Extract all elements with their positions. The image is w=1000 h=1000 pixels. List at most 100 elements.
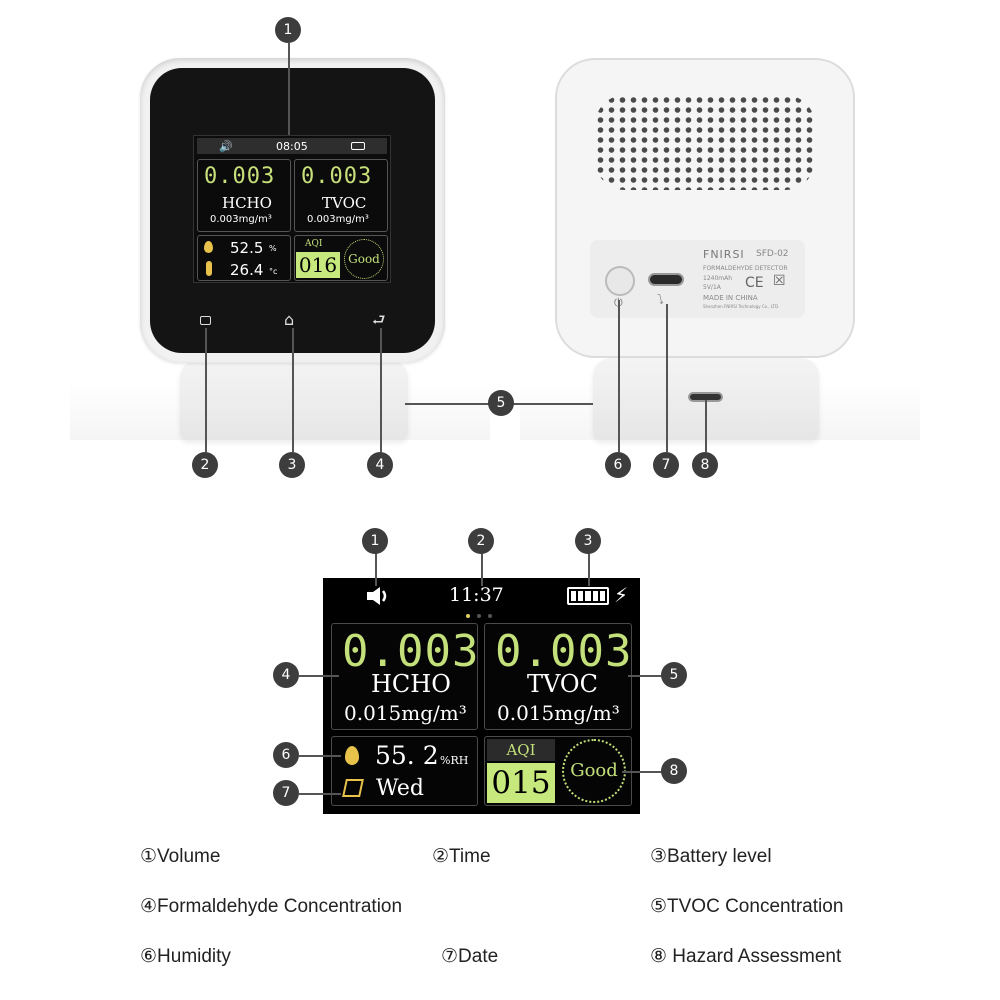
legend-humidity: ⑥Humidity xyxy=(140,946,231,967)
legend-date: ⑦Date xyxy=(441,946,499,967)
legend-formaldehyde: ④Formaldehyde Concentration xyxy=(140,896,403,917)
callout-line-2 xyxy=(205,328,207,452)
battery-icon xyxy=(351,142,365,150)
droplet-icon xyxy=(204,241,213,253)
callout-line-3 xyxy=(292,328,294,452)
callout-bottom-6: 6 xyxy=(273,742,299,768)
front-tvoc-unit: 0.003mg/m³ xyxy=(307,214,369,225)
callout-line-b3 xyxy=(588,552,590,586)
front-status-bar: 🔊 08:05 xyxy=(197,138,387,154)
callout-bottom-8: 8 xyxy=(661,758,687,784)
front-hcho-name: HCHO xyxy=(222,194,272,212)
legend-hazard: ⑧ Hazard Assessment xyxy=(650,946,842,967)
calendar-icon xyxy=(342,779,364,797)
callout-top-4: 4 xyxy=(367,452,393,478)
callout-line-b1 xyxy=(375,552,377,586)
callout-bottom-4: 4 xyxy=(273,662,299,688)
callout-line-b8 xyxy=(622,771,662,773)
screen-hcho-value: 0.003 xyxy=(342,626,480,677)
back-button-icon[interactable]: ⮐ xyxy=(372,311,386,329)
speaker-icon xyxy=(365,585,391,607)
screen-aqi-label: AQI xyxy=(487,739,555,761)
legend-volume: ①Volume xyxy=(140,846,221,867)
usb-port-icon xyxy=(648,273,684,286)
speaker-grill xyxy=(595,95,815,190)
home-button-icon[interactable]: ⌂ xyxy=(284,310,295,329)
front-humidity-unit: % xyxy=(269,244,277,253)
usb-symbol-icon: ⭝ xyxy=(657,293,664,308)
screen-tvoc-unit: 0.015mg/m³ xyxy=(497,701,620,725)
screen-tvoc-panel: 0.003 TVOC 0.015mg/m³ xyxy=(484,623,632,730)
callout-line-6 xyxy=(618,300,620,452)
front-hcho-unit: 0.003mg/m³ xyxy=(210,214,272,225)
front-time: 08:05 xyxy=(276,139,308,153)
screen-time: 11:37 xyxy=(449,584,504,606)
front-temperature-value: 26.4 xyxy=(230,261,264,279)
screen-hcho-name: HCHO xyxy=(371,670,451,698)
front-aqi-label: AQI xyxy=(305,239,323,249)
front-humidity-value: 52.5 xyxy=(230,239,264,257)
callout-top-8: 8 xyxy=(692,452,718,478)
callout-bottom-2: 2 xyxy=(468,528,494,554)
front-aqi-rating: Good xyxy=(344,239,384,279)
callout-bottom-7: 7 xyxy=(273,780,299,806)
screen-tvoc-name: TVOC xyxy=(527,670,598,698)
callout-line-b7 xyxy=(299,793,341,795)
front-hcho-value: 0.003 xyxy=(204,164,276,189)
front-stand xyxy=(180,360,408,440)
back-battery-spec: 1240mAh xyxy=(703,275,733,282)
screen-hcho-panel: 0.003 HCHO 0.015mg/m³ xyxy=(331,623,478,730)
callout-line-b4 xyxy=(299,675,339,677)
screen-aqi-panel: AQI 015 Good xyxy=(484,736,632,806)
screen-humidity-value: 55. 2 xyxy=(375,741,439,770)
charging-icon: ⚡ xyxy=(614,583,629,607)
back-power-spec: 5V/1A xyxy=(703,284,721,291)
screen-humidity-unit: %RH xyxy=(440,754,469,767)
droplet-icon xyxy=(345,746,359,765)
callout-top-2: 2 xyxy=(192,452,218,478)
callout-top-6: 6 xyxy=(605,452,631,478)
callout-top-1: 1 xyxy=(275,17,301,43)
screen-aqi-value: 015 xyxy=(487,763,555,803)
screen-date: Wed xyxy=(376,776,424,801)
callout-line-b6 xyxy=(299,755,341,757)
back-manufacturer: Shenzhen FNIRSI Technology Co., LTD. xyxy=(703,304,780,309)
battery-full-icon xyxy=(567,587,609,605)
callout-line-7 xyxy=(666,304,668,452)
back-ce-mark: CE xyxy=(745,275,764,291)
screen-aqi-rating: Good xyxy=(562,739,626,803)
front-tvoc-panel: 0.003 TVOC 0.003mg/m³ xyxy=(294,159,388,232)
back-origin: MADE IN CHINA xyxy=(703,294,758,302)
front-env-panel: 52.5 % 26.4 °c xyxy=(197,235,291,281)
back-product-line: FORMALDEHYDE DETECTOR xyxy=(703,265,788,272)
weee-bin-icon: ☒ xyxy=(773,273,786,289)
front-aqi-panel: AQI 016 Good xyxy=(294,235,388,281)
thermometer-icon xyxy=(206,261,212,276)
callout-line-1 xyxy=(288,43,290,135)
menu-button-icon[interactable] xyxy=(200,316,211,325)
front-aqi-value: 016 xyxy=(296,252,340,278)
page-indicator xyxy=(466,614,492,618)
front-tvoc-value: 0.003 xyxy=(301,164,373,189)
callout-top-7: 7 xyxy=(653,452,679,478)
screen-env-panel: 55. 2 %RH Wed xyxy=(331,736,478,806)
callout-line-4 xyxy=(380,328,382,452)
legend-time: ②Time xyxy=(432,846,491,867)
callout-line-b2 xyxy=(481,552,483,586)
back-brand: FNIRSI xyxy=(703,248,745,261)
speaker-icon: 🔊 xyxy=(219,139,233,153)
power-button-icon[interactable] xyxy=(605,266,635,296)
callout-line-8 xyxy=(705,400,707,452)
callout-top-5: 5 xyxy=(488,390,514,416)
callout-line-b5 xyxy=(628,675,662,677)
legend-tvoc: ⑤TVOC Concentration xyxy=(650,896,844,917)
back-model: SFD-02 xyxy=(756,249,789,259)
callout-bottom-5: 5 xyxy=(661,662,687,688)
front-tvoc-name: TVOC xyxy=(322,194,367,212)
front-hcho-panel: 0.003 HCHO 0.003mg/m³ xyxy=(197,159,291,232)
legend-battery: ③Battery level xyxy=(650,846,772,867)
callout-bottom-3: 3 xyxy=(575,528,601,554)
screen-hcho-unit: 0.015mg/m³ xyxy=(344,701,467,725)
callout-top-3: 3 xyxy=(279,452,305,478)
front-temperature-unit: °c xyxy=(269,267,278,276)
